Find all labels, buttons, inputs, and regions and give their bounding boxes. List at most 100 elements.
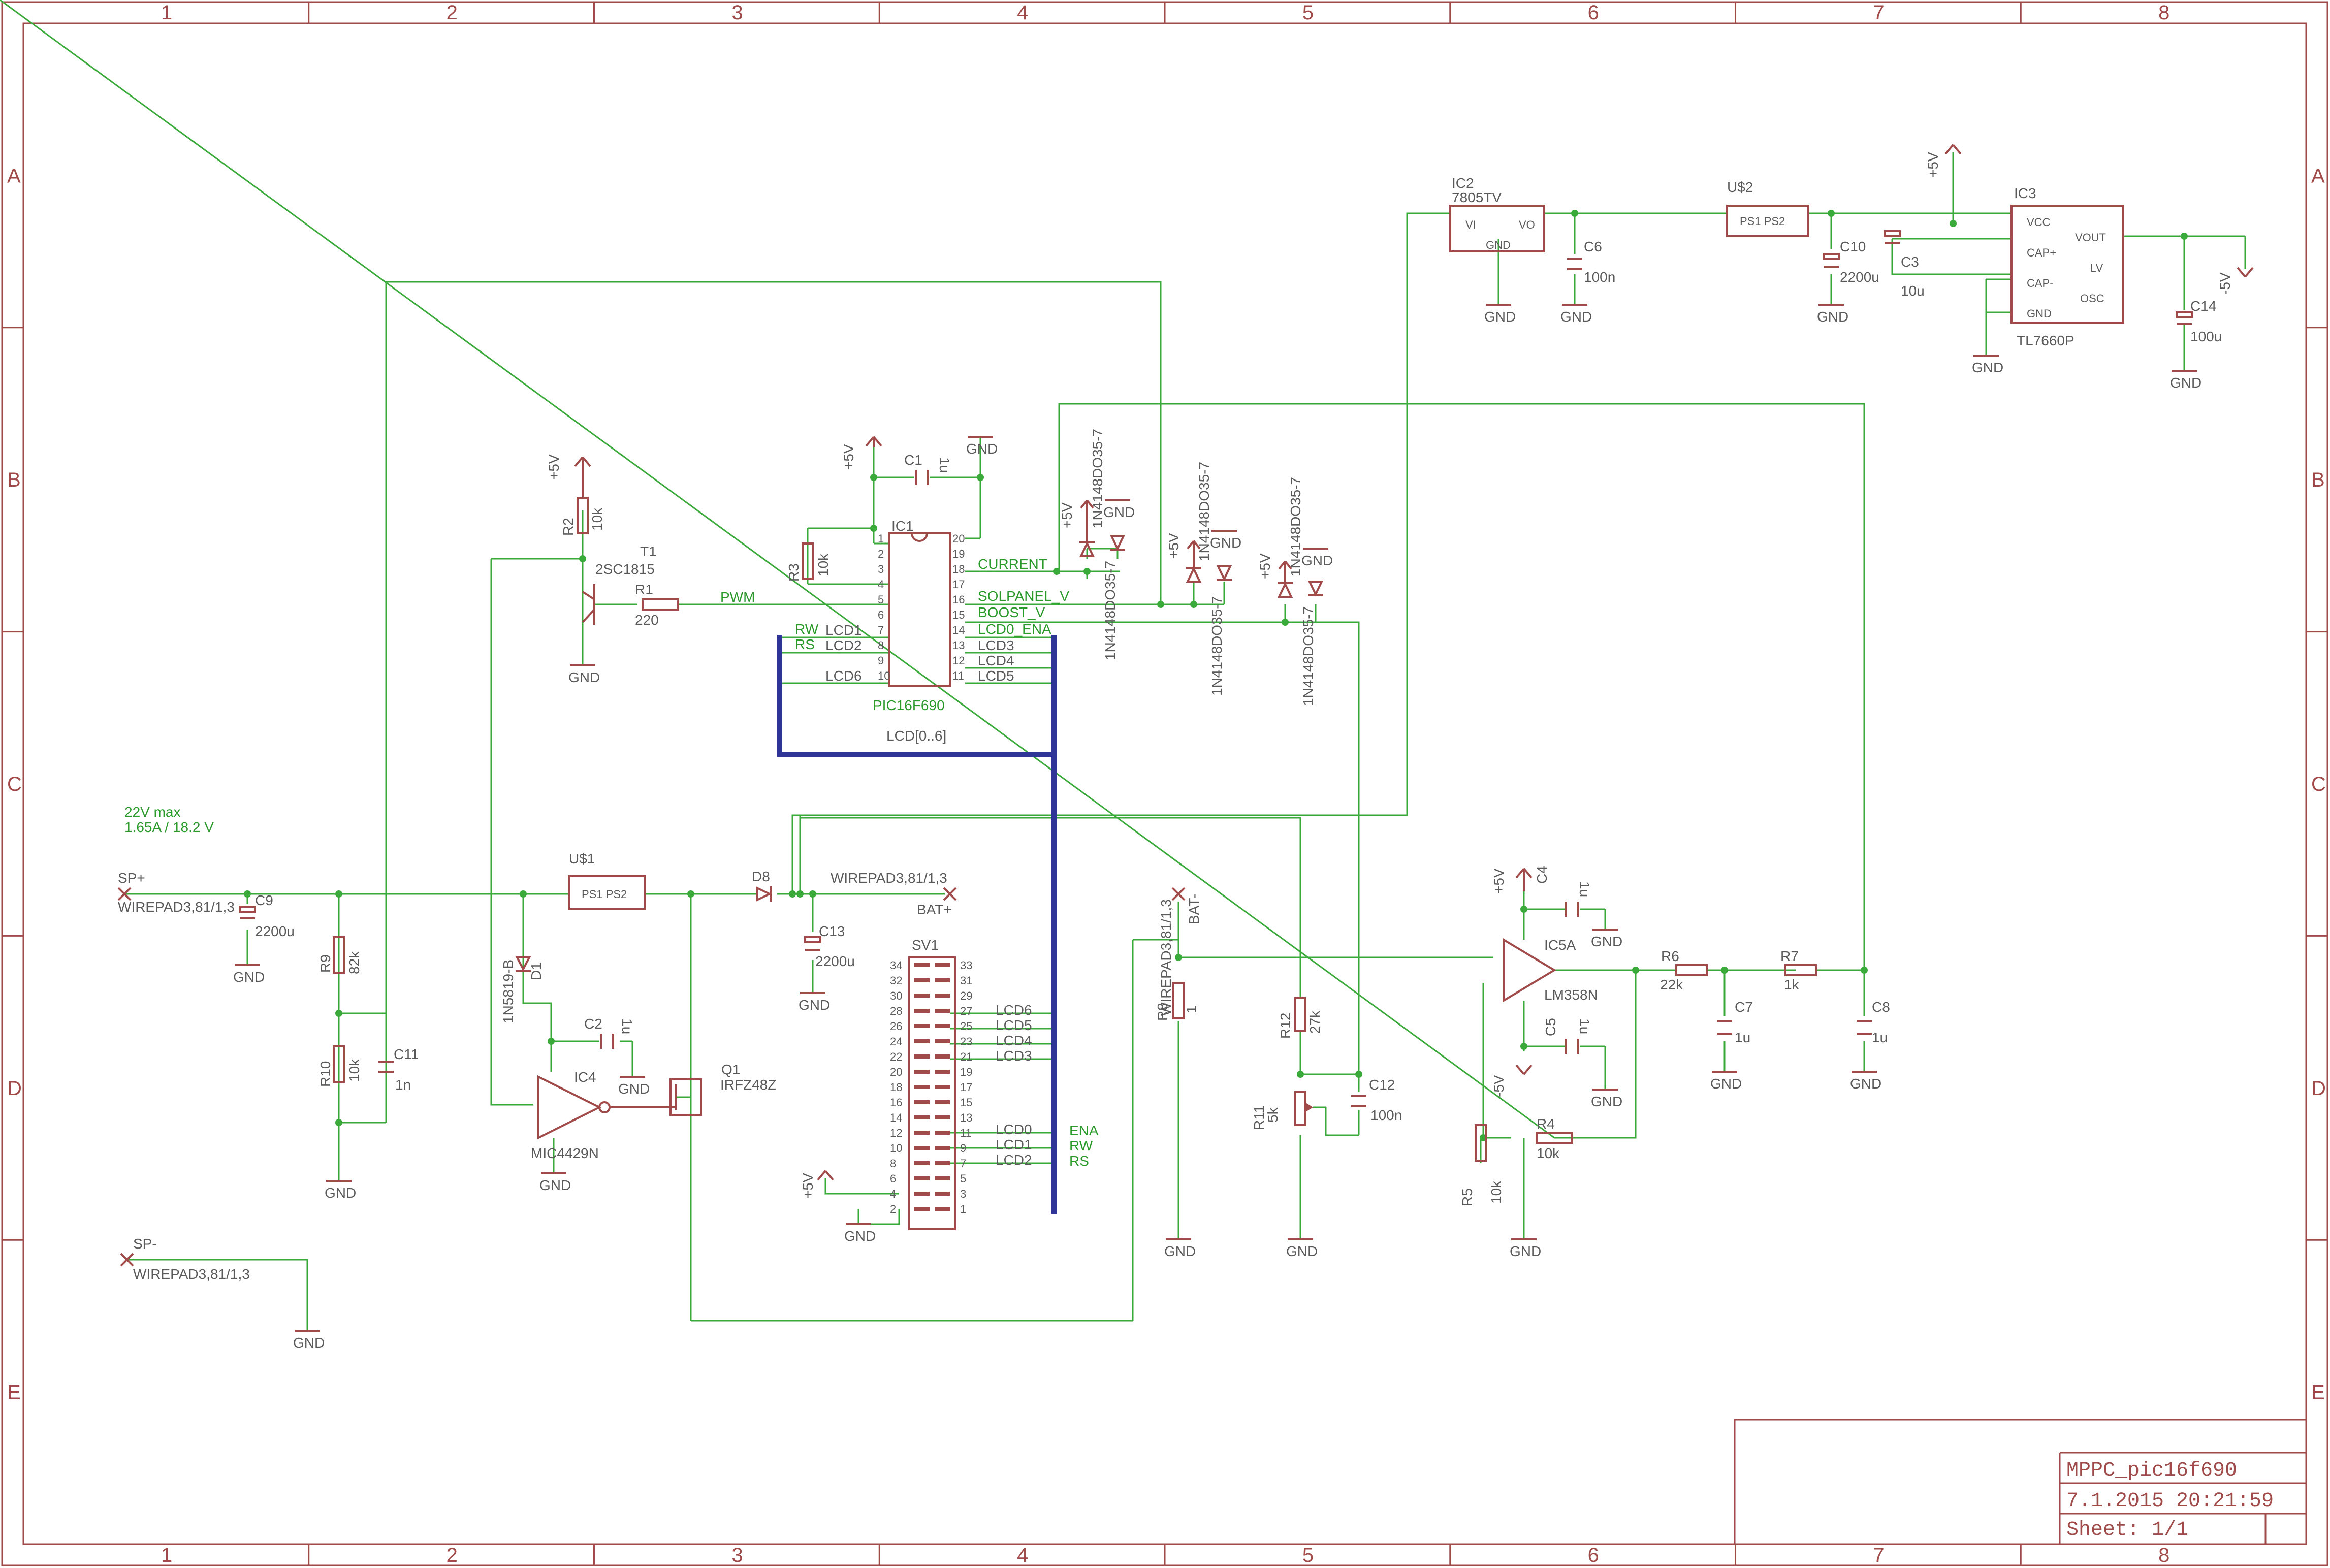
- sv1-pin-bar: [935, 963, 950, 967]
- ic1-pin-right: 19: [952, 548, 965, 560]
- minus5v-label: -5V: [2217, 272, 2233, 295]
- ic1-lcd6: LCD6: [825, 668, 862, 684]
- d-value-3: 1N4148DO35-7: [1196, 462, 1212, 561]
- net-rs2: RS: [1069, 1153, 1089, 1169]
- sv1-pin-right: 15: [960, 1096, 972, 1109]
- col-label-bottom: 6: [1588, 1544, 1599, 1566]
- bat-minus-label: BAT-: [1186, 894, 1202, 924]
- gnd-label: GND: [539, 1177, 571, 1193]
- ic1-pin-right: 17: [952, 578, 965, 591]
- sv1-pin-bar: [914, 1176, 930, 1180]
- gnd-label: GND: [1164, 1243, 1196, 1259]
- sv1-pin-bar: [914, 1024, 930, 1028]
- c11-ref: C11: [394, 1046, 419, 1062]
- c9-ref: C9: [255, 892, 273, 908]
- ic1-pin-left: 10: [878, 669, 890, 682]
- sv1-pin-left: 30: [890, 989, 902, 1002]
- net-pwm: PWM: [720, 589, 755, 605]
- c14-ref: C14: [2190, 298, 2216, 314]
- title-name: MPPC_pic16f690: [2066, 1459, 2237, 1482]
- c13-ref: C13: [819, 923, 845, 939]
- r3-resistor: [802, 542, 814, 580]
- r12-value: 27k: [1307, 1010, 1323, 1034]
- d-value-1: 1N4148DO35-7: [1090, 429, 1105, 528]
- c3-capacitor: [1884, 230, 1901, 244]
- d7-diode: [1307, 581, 1324, 597]
- c4-ref: C4: [1534, 866, 1550, 884]
- col-label-top: 3: [731, 2, 743, 24]
- c12-capacitor: [1351, 1095, 1366, 1107]
- sv1-pin-left: 18: [890, 1081, 902, 1094]
- r3-value: 10k: [815, 553, 831, 577]
- plus5v-label: +5V: [1925, 152, 1941, 178]
- sv1-pin-bar: [914, 1070, 930, 1074]
- col-label-bottom: 1: [161, 1544, 172, 1566]
- plus5v-label: +5V: [1257, 553, 1273, 579]
- sv1-pin-bar: [935, 1100, 950, 1104]
- c7-value: 1u: [1735, 1030, 1750, 1045]
- sv1-pin-right: 29: [960, 989, 972, 1002]
- ic1-pin-right: 15: [952, 609, 965, 621]
- gnd-label: GND: [1591, 934, 1622, 949]
- ic3-vcc: VCC: [2027, 216, 2051, 229]
- net-rw2: RW: [1069, 1138, 1093, 1154]
- ic3-capm: CAP-: [2027, 277, 2054, 290]
- ic3-chip: [2010, 205, 2124, 324]
- plus5v-label: +5V: [1166, 533, 1182, 559]
- sv1-pin-bar: [914, 1039, 930, 1043]
- r10-ref: R10: [317, 1061, 333, 1087]
- ic3-capp: CAP+: [2027, 246, 2056, 259]
- ic3-value: TL7660P: [2017, 333, 2074, 348]
- gnd-label: GND: [1286, 1243, 1318, 1259]
- d-value-6: 1N4148DO35-7: [1300, 606, 1316, 706]
- c8-value: 1u: [1872, 1030, 1888, 1045]
- r10-resistor: [333, 1045, 345, 1083]
- sv1-pin-right: 19: [960, 1066, 972, 1078]
- c7-ref: C7: [1735, 999, 1753, 1015]
- sv1-pin-bar: [914, 1009, 930, 1013]
- wires: [0, 0, 2246, 1331]
- c12-value: 100n: [1370, 1107, 1402, 1123]
- sv1-pin-bar: [914, 978, 930, 982]
- power-arrows: [574, 144, 2254, 1181]
- ic1-ref: IC1: [891, 518, 914, 534]
- gnd-label: GND: [1710, 1076, 1742, 1092]
- d4-diode: [1186, 566, 1202, 583]
- gnd-label: GND: [568, 669, 600, 685]
- gnd-label: GND: [1850, 1076, 1881, 1092]
- q1-ref: Q1: [721, 1062, 740, 1077]
- c2-capacitor: [600, 1034, 614, 1049]
- sv1-pin-bar: [935, 1161, 950, 1165]
- sv1-pin-left: 34: [890, 959, 902, 972]
- c14-value: 100u: [2190, 329, 2222, 344]
- plus5v-label: +5V: [1491, 868, 1507, 894]
- us1-value: PS1 PS2: [582, 888, 627, 901]
- sv1-pin-bar: [935, 1176, 950, 1180]
- sv1-pin-bar: [935, 1054, 950, 1059]
- col-label-bottom: 3: [731, 1544, 743, 1566]
- r5-resistor: [1475, 1124, 1487, 1162]
- sv1-pin-right: 23: [960, 1035, 972, 1048]
- gnd-label: GND: [1510, 1243, 1541, 1259]
- ic4-ref: IC4: [574, 1069, 596, 1085]
- r1-ref: R1: [635, 582, 653, 597]
- sv1-pin-bar: [914, 1146, 930, 1150]
- ic2-regulator: [1449, 205, 1545, 252]
- sv1-pin-bar: [914, 1085, 930, 1089]
- d1-value: 1N5819-B: [500, 959, 516, 1023]
- sp-minus-pad: WIREPAD3,81/1,3: [133, 1266, 250, 1282]
- r4-ref: R4: [1537, 1116, 1555, 1132]
- row-label-left: A: [7, 165, 21, 187]
- ic1-pin-right: 16: [952, 593, 965, 606]
- ic1-pin-left: 1: [878, 532, 884, 545]
- ic1-lcd2: LCD2: [825, 637, 862, 653]
- t1-ref: T1: [640, 543, 657, 559]
- r6-ref: R6: [1661, 948, 1679, 964]
- sv1-pin-bar: [935, 1070, 950, 1074]
- ic1-pin-left: 5: [878, 593, 884, 606]
- c11-value: 1n: [395, 1077, 411, 1093]
- sv1-pin-bar: [914, 1161, 930, 1165]
- sv1-pin-bar: [935, 1009, 950, 1013]
- sv1-pin-bar: [935, 1039, 950, 1043]
